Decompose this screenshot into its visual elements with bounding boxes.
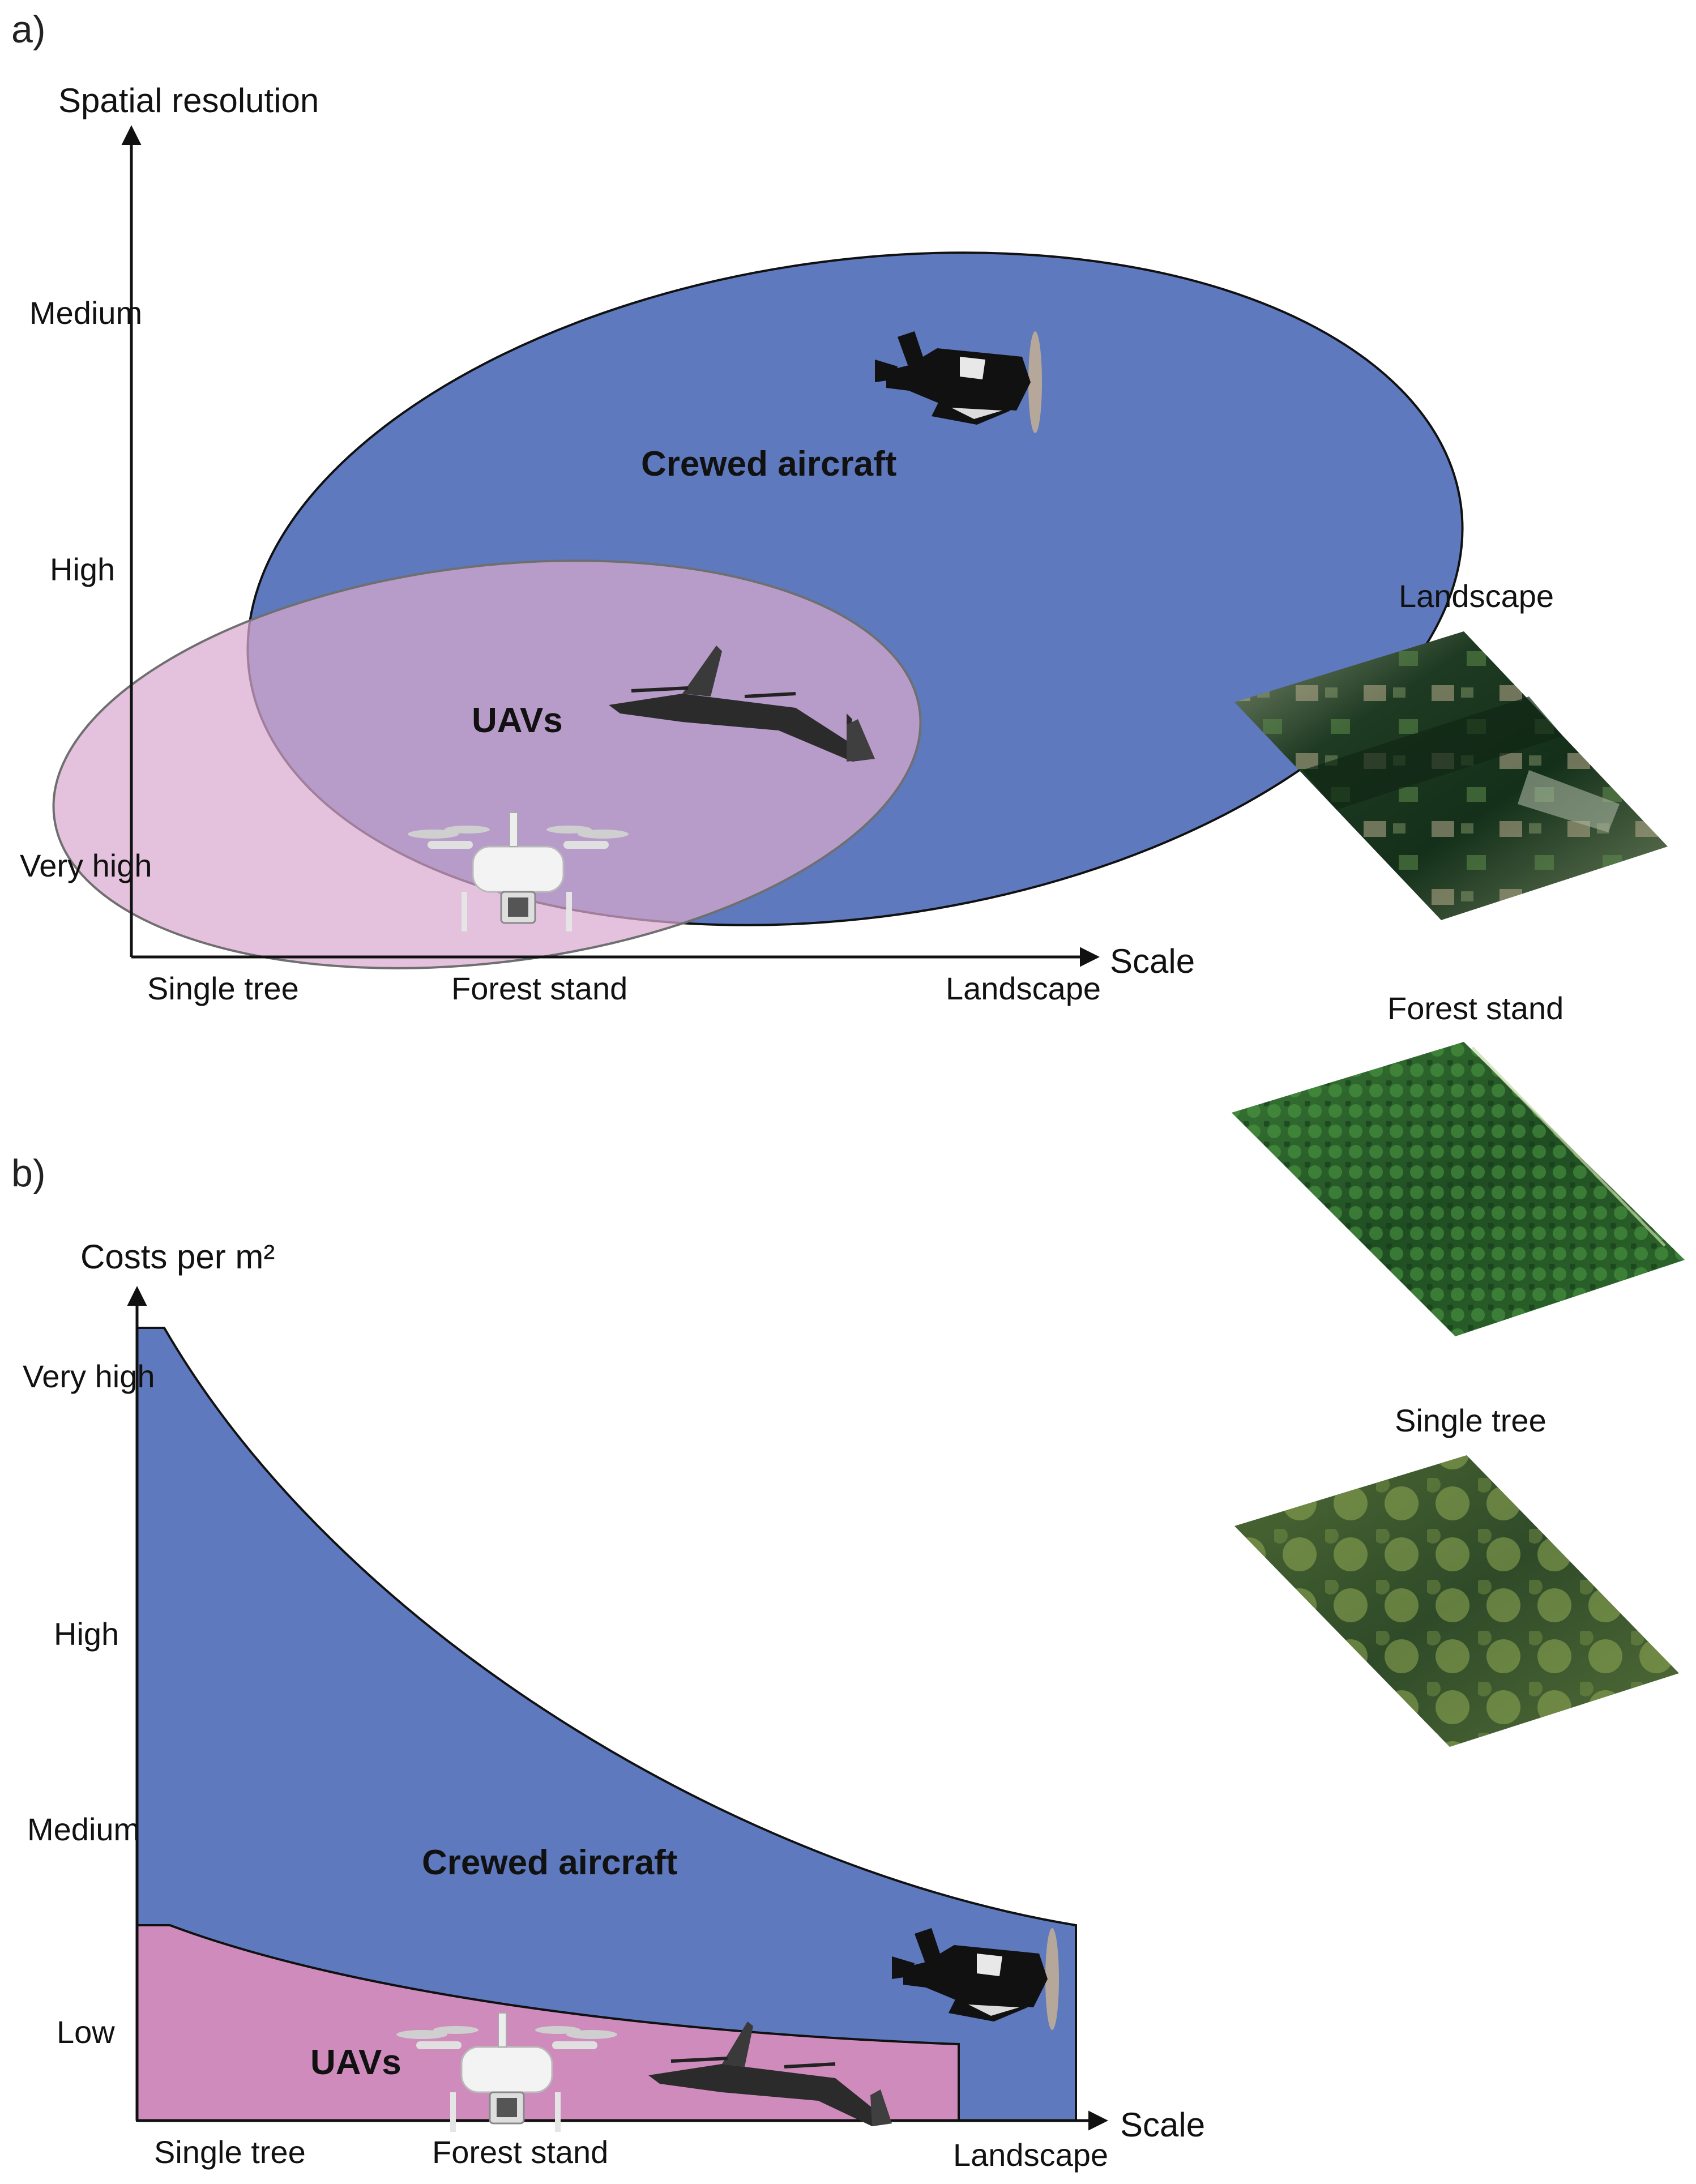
x-tick-landscape: Landscape [953, 2137, 1108, 2173]
scale-thumbnails: Landscape Forest stand Single tree [1232, 578, 1685, 1747]
quadcopter-drone-icon [408, 812, 629, 931]
x-tick-landscape: Landscape [946, 971, 1101, 1006]
uav-label: UAVs [310, 2043, 401, 2082]
propeller-airplane-icon [875, 331, 1042, 433]
y-tick-medium: Medium [29, 295, 142, 331]
thumbnail-label-forest-stand: Forest stand [1387, 990, 1563, 1026]
y-tick-high: High [50, 552, 115, 587]
x-tick-single-tree: Single tree [154, 2134, 306, 2170]
panel-b-label: b) [11, 1152, 45, 1195]
x-tick-single-tree: Single tree [147, 971, 299, 1006]
y-axis-title: Spatial resolution [58, 82, 319, 119]
fixed-wing-vtol-drone-icon [648, 2021, 892, 2126]
landscape-aerial-image [1234, 631, 1668, 920]
panel-a: a) Spatial resolution Scale Medium High … [11, 8, 1464, 1006]
y-tick-low: Low [57, 2014, 115, 2050]
crewed-aircraft-label: Crewed aircraft [422, 1843, 677, 1882]
uav-region [52, 559, 922, 969]
forest-stand-aerial-image [1232, 1042, 1685, 1336]
x-axis-title: Scale [1110, 942, 1195, 980]
x-tick-forest-stand: Forest stand [432, 2134, 608, 2170]
thumbnail-label-landscape: Landscape [1399, 578, 1554, 614]
single-tree-aerial-image [1234, 1455, 1679, 1747]
propeller-airplane-icon [892, 1928, 1059, 2030]
y-tick-very-high: Very high [20, 848, 152, 883]
fixed-wing-vtol-drone-icon [609, 646, 875, 762]
thumbnail-label-single-tree: Single tree [1395, 1403, 1547, 1438]
quadcopter-drone-icon [396, 2012, 617, 2132]
y-tick-high: High [54, 1616, 119, 1652]
y-tick-medium: Medium [27, 1811, 140, 1847]
uav-label: UAVs [472, 701, 563, 740]
x-axis-title: Scale [1120, 2106, 1205, 2144]
panel-a-label: a) [11, 8, 45, 51]
y-tick-very-high: Very high [23, 1358, 155, 1394]
panel-b: b) Costs per m² Scale Very high High Med… [11, 1152, 1205, 2173]
y-axis-title: Costs per m² [80, 1238, 275, 1276]
x-tick-forest-stand: Forest stand [451, 971, 627, 1006]
crewed-aircraft-label: Crewed aircraft [641, 445, 896, 484]
crewed-aircraft-cost-area [136, 1327, 1077, 2122]
